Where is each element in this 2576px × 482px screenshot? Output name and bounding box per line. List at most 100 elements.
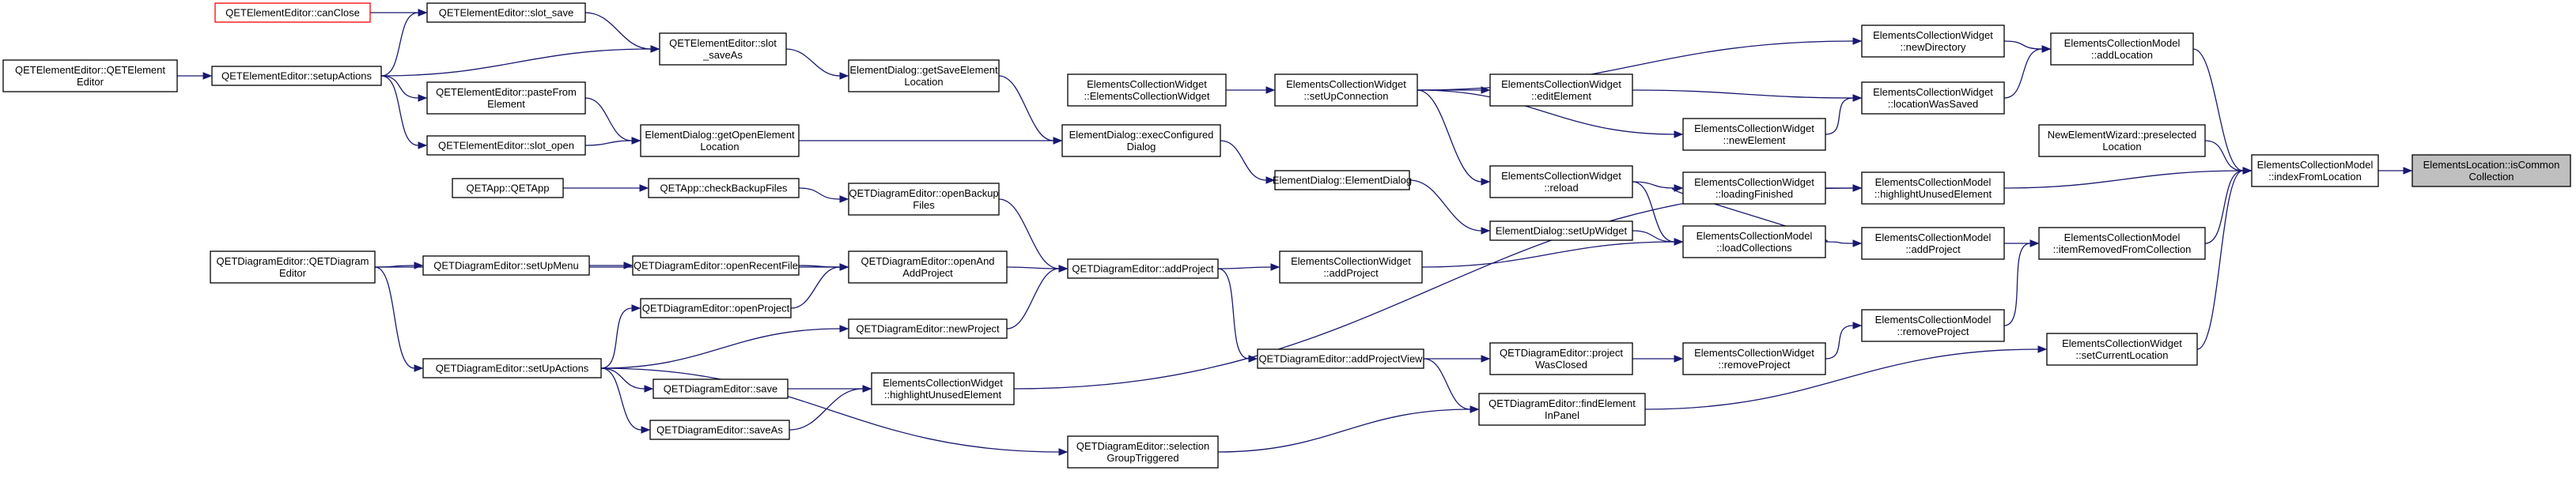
edge-arrowhead — [2403, 167, 2413, 175]
node-box — [2038, 124, 2206, 157]
edge-line — [1220, 140, 1267, 181]
graph-node-qee-slotsave[interactable]: QETElementEditor::slot_save — [426, 2, 586, 23]
graph-node-ecw-newelem[interactable]: ElementsCollectionWidget::newElement — [1682, 118, 1826, 151]
graph-node-qde-openrecent[interactable]: QETDiagramEditor::openRecentFile — [632, 255, 800, 276]
graph-node-ecw-ctor[interactable]: ElementsCollectionWidget::ElementsCollec… — [1067, 73, 1227, 107]
graph-node-qde-addproject[interactable]: QETDiagramEditor::addProject — [1067, 258, 1219, 279]
graph-node-ecw-setupconn[interactable]: ElementsCollectionWidget::setUpConnectio… — [1274, 73, 1418, 107]
node-label: ElementDialog::execConfigured — [1069, 129, 1214, 141]
edge-arrowhead — [2041, 45, 2052, 53]
node-label: ::newElement — [1723, 134, 1786, 146]
edge-ecw-editelem-to-ecw-locsaved — [1632, 89, 1863, 102]
graph-node-qee-ctor[interactable]: QETElementEditor::QETElementEditor — [2, 59, 178, 92]
node-label: ElementsCollectionWidget — [1501, 78, 1621, 90]
graph-node-qde-setupactions[interactable]: QETDiagramEditor::setUpActions — [422, 358, 602, 378]
node-label: ElementsCollectionWidget — [1694, 176, 1814, 188]
graph-node-ecw-setcurrent[interactable]: ElementsCollectionWidget::setCurrentLoca… — [2046, 333, 2198, 366]
graph-node-ecw-removeproject[interactable]: ElementsCollectionWidget::removeProject — [1682, 342, 1826, 375]
edge-qde-ctor-to-qde-setupmenu — [374, 262, 424, 269]
graph-node-ed-elemdialog[interactable]: ElementDialog::ElementDialog — [1273, 170, 1412, 190]
edge-arrowhead — [1674, 238, 1684, 246]
graph-node-ecw-loadfinished[interactable]: ElementsCollectionWidget::loadingFinishe… — [1682, 171, 1826, 205]
edge-arrowhead — [839, 195, 849, 203]
graph-node-ecw-addproject[interactable]: ElementsCollectionWidget::addProject — [1279, 250, 1423, 284]
graph-node-ecm-removeproject[interactable]: ElementsCollectionModel::removeProject — [1861, 309, 2005, 342]
node-label: InPanel — [1545, 409, 1579, 421]
edge-arrowhead — [1852, 37, 1863, 45]
graph-node-qde-selgroup[interactable]: QETDiagramEditor::selectionGroupTriggere… — [1067, 435, 1219, 469]
graph-node-ecw-highlight[interactable]: ElementsCollectionWidget::highlightUnuse… — [871, 372, 1015, 405]
graph-node-ecm-index[interactable]: ElementsCollectionModel::indexFromLocati… — [2251, 154, 2379, 187]
node-label: QETApp::checkBackupFiles — [660, 183, 788, 194]
edge-line — [1006, 268, 1060, 329]
edge-ecm-loadcoll-to-ecm-addproject — [1825, 239, 1863, 247]
graph-node-qde-newproject[interactable]: QETDiagramEditor::newProject — [848, 318, 1008, 339]
edge-qde-setupactions-to-qde-openproject — [600, 304, 641, 369]
node-label: QETApp::QETApp — [466, 183, 549, 194]
node-box — [1067, 435, 1219, 469]
graph-node-ecm-highlight[interactable]: ElementsCollectionModel::highlightUnused… — [1861, 171, 2005, 205]
edge-arrowhead — [631, 137, 641, 145]
node-label: ElementsCollectionWidget — [1694, 122, 1814, 134]
graph-node-ecm-loadcoll[interactable]: ElementsCollectionModel::loadCollections — [1682, 225, 1826, 258]
node-label: QETDiagramEditor::save — [664, 383, 778, 395]
graph-node-ed-setupwidget[interactable]: ElementDialog::setUpWidget — [1489, 220, 1633, 241]
graph-node-ecm-itemremoved[interactable]: ElementsCollectionModel::itemRemovedFrom… — [2038, 227, 2206, 260]
edge-qde-addproject-to-ecw-addproject — [1217, 263, 1280, 271]
graph-node-qde-openproject[interactable]: QETDiagramEditor::openProject — [640, 298, 792, 318]
node-box — [1861, 227, 2005, 260]
edge-qee-setupactions-to-qee-pastefrom — [380, 75, 428, 102]
node-box — [848, 183, 1000, 216]
node-label: Location — [904, 76, 943, 88]
node-label: ElementsCollectionWidget — [883, 377, 1003, 389]
graph-node-qetapp-checkbackup[interactable]: QETApp::checkBackupFiles — [648, 178, 800, 198]
edge-qetapp-checkbackup-to-qde-openbackup — [798, 187, 849, 203]
graph-node-ecw-editelem[interactable]: ElementsCollectionWidget::editElement — [1489, 73, 1633, 107]
edge-arrowhead — [839, 72, 849, 80]
node-label: Element — [487, 98, 525, 110]
graph-node-qee-canclose[interactable]: QETElementEditor::canClose — [214, 2, 371, 23]
graph-node-qee-setupactions[interactable]: QETElementEditor::setupActions — [211, 66, 382, 86]
node-box — [426, 135, 586, 156]
node-label: ElementsCollectionWidget — [1873, 29, 1993, 41]
edge-arrowhead — [418, 141, 428, 149]
graph-node-qde-saveas[interactable]: QETDiagramEditor::saveAs — [649, 420, 790, 440]
node-box — [422, 255, 590, 276]
graph-node-qetapp-ctor[interactable]: QETApp::QETApp — [452, 178, 564, 198]
edge-line — [2003, 40, 2043, 50]
node-label: ::itemRemovedFromCollection — [2053, 243, 2192, 255]
node-label: ElementDialog::getSaveElement — [849, 64, 998, 76]
edge-line — [380, 48, 652, 77]
graph-node-qde-ctor[interactable]: QETDiagramEditor::QETDiagramEditor — [210, 250, 376, 284]
graph-node-ecw-newdir[interactable]: ElementsCollectionWidget::newDirectory — [1861, 24, 2005, 58]
edge-qde-openbackup-to-qde-addproject — [998, 198, 1069, 273]
graph-node-qee-slotsaveas[interactable]: QETElementEditor::slot_saveAs — [659, 32, 787, 66]
edge-arrowhead — [202, 72, 213, 80]
node-label: QETDiagramEditor::saveAs — [656, 424, 783, 436]
edge-arrowhead — [1852, 239, 1863, 247]
edge-arrowhead — [839, 325, 849, 333]
node-box — [1489, 220, 1633, 241]
edge-arrowhead — [650, 45, 660, 53]
graph-node-ecm-addproject[interactable]: ElementsCollectionModel::addProject — [1861, 227, 2005, 260]
graph-node-ecw-reload[interactable]: ElementsCollectionWidget::reload — [1489, 165, 1633, 198]
node-label: ::addProject — [1905, 243, 1961, 255]
graph-node-ecm-addloc[interactable]: ElementsCollectionModel::addLocation — [2050, 32, 2194, 66]
graph-node-qde-setupmenu[interactable]: QETDiagramEditor::setUpMenu — [422, 255, 590, 276]
graph-node-qee-slotopen[interactable]: QETElementEditor::slot_open — [426, 135, 586, 156]
node-box — [640, 298, 792, 318]
node-label: ::addLocation — [2091, 49, 2153, 61]
graph-node-qde-save[interactable]: QETDiagramEditor::save — [653, 378, 789, 399]
graph-node-qde-addprojview[interactable]: QETDiagramEditor::addProjectView — [1257, 348, 1424, 369]
graph-node-ecw-locsaved[interactable]: ElementsCollectionWidget::locationWasSav… — [1861, 81, 2005, 115]
